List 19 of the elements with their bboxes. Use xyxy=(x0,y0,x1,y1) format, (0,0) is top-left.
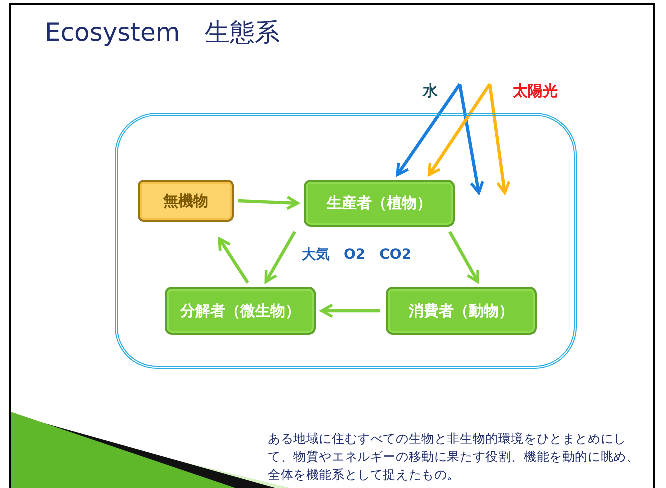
arrow xyxy=(396,84,462,176)
process-box: 消費者（動物） xyxy=(386,287,537,335)
arrow xyxy=(320,304,380,318)
input-label: 水 xyxy=(420,80,460,102)
arrow xyxy=(458,84,484,194)
arrow xyxy=(264,231,296,284)
description-text: ある地域に住むすべての生物と非生物的環境をひとまとめにして、物質やエネルギーの移動に果たす役割、機能を動的に眺め、全体を機能系として捉えたもの。 xyxy=(268,430,640,484)
atmosphere-label: 大気 O2 CO2 xyxy=(302,246,412,264)
process-box: 無機物 xyxy=(138,180,234,222)
arrow xyxy=(448,231,480,284)
process-box: 分解者（微生物） xyxy=(165,287,316,335)
input-label: 太陽光 xyxy=(490,80,558,102)
arrow xyxy=(238,196,300,210)
process-box: 生産者（植物） xyxy=(304,180,455,227)
title: Ecosystem 生態系 xyxy=(45,17,280,49)
arrow xyxy=(218,238,250,284)
ecosystem-boundary xyxy=(115,113,577,369)
arrow xyxy=(428,84,492,176)
arrow xyxy=(488,84,511,194)
